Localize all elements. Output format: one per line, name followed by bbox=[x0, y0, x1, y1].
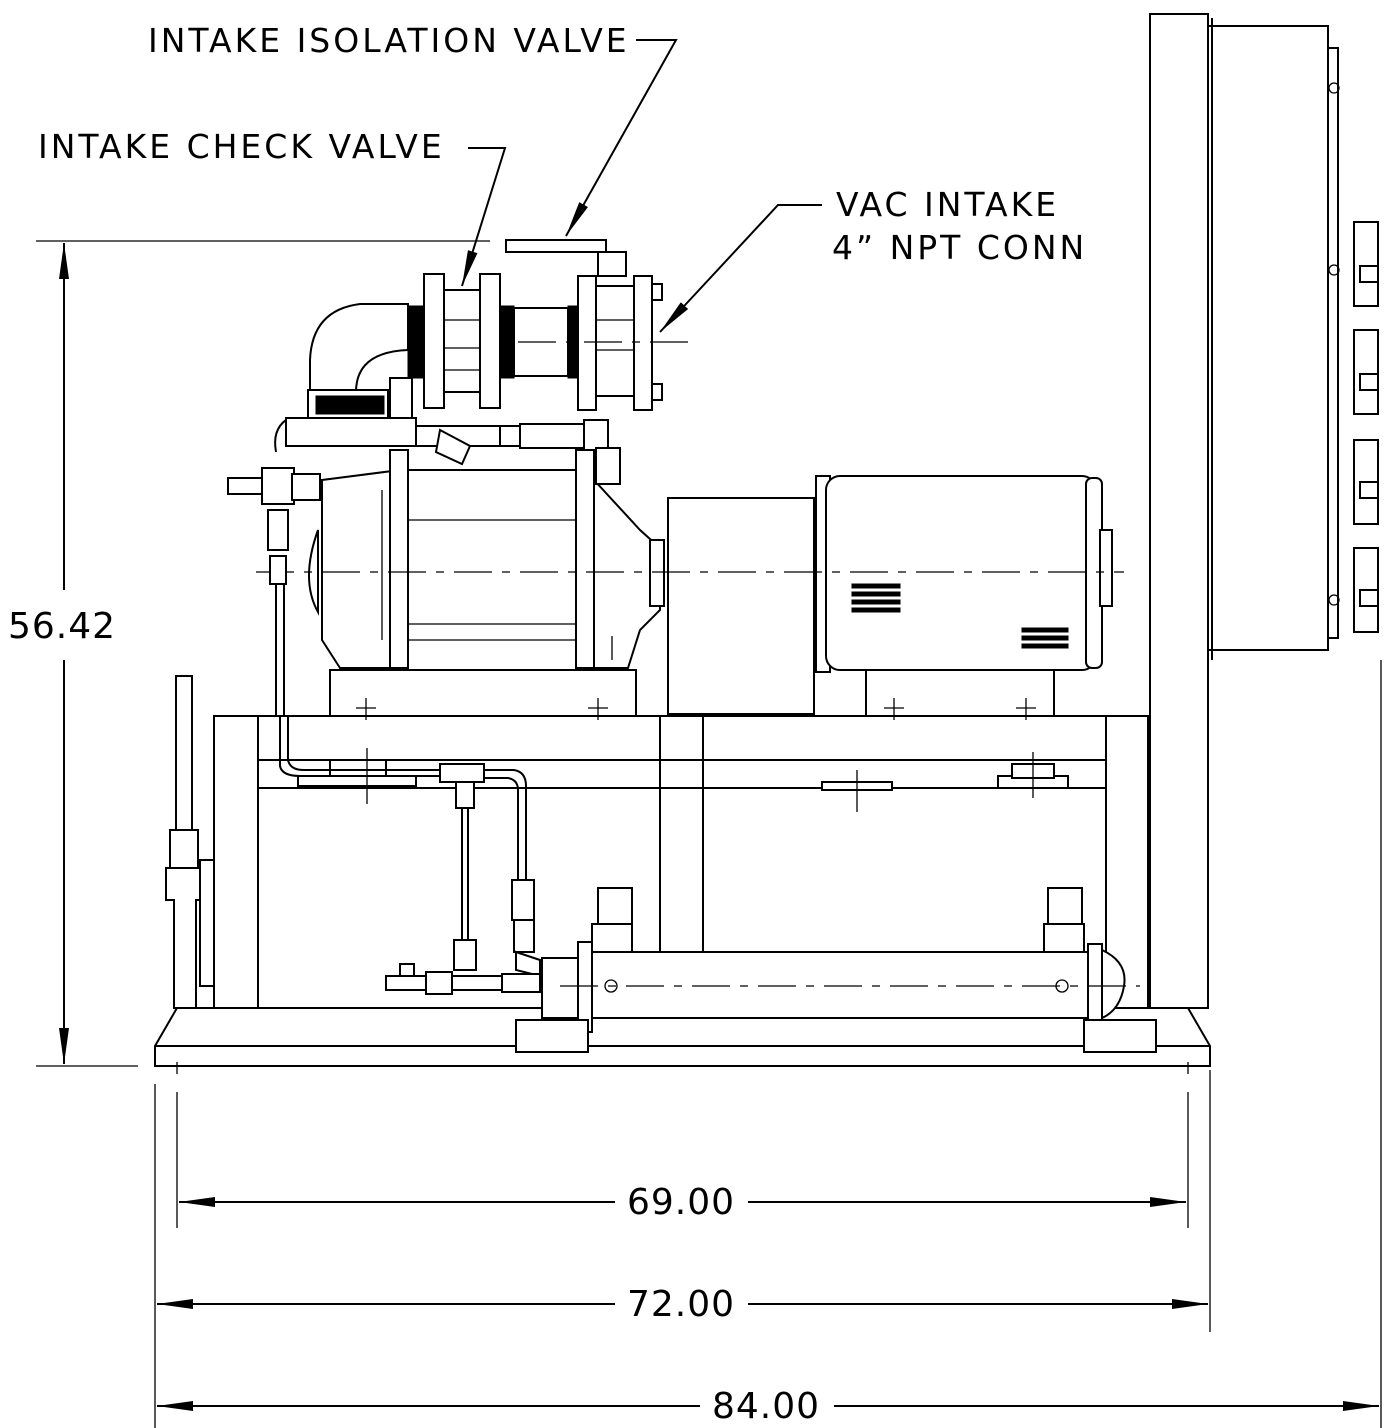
label-vac-intake: VAC INTAKE bbox=[836, 185, 1059, 224]
drain-pipe-left bbox=[165, 675, 215, 1009]
intake-piping bbox=[285, 239, 690, 485]
service-piping bbox=[279, 716, 541, 995]
dimension-height: 56.42 bbox=[8, 606, 116, 647]
callout-intake-check-valve: INTAKE CHECK VALVE bbox=[38, 127, 507, 287]
vacuum-pump bbox=[308, 449, 665, 720]
pump-left-fittings bbox=[227, 419, 321, 716]
callout-intake-isolation-valve: INTAKE ISOLATION VALVE bbox=[148, 21, 678, 237]
dimension-width-overall: 84.00 bbox=[712, 1386, 820, 1427]
dimension-width-base: 69.00 bbox=[627, 1182, 735, 1223]
coupling-guard bbox=[667, 497, 815, 715]
height-dimension: 56.42 bbox=[8, 240, 490, 1067]
label-intake-isolation-valve: INTAKE ISOLATION VALVE bbox=[148, 21, 630, 60]
label-intake-check-valve: INTAKE CHECK VALVE bbox=[38, 127, 445, 166]
intake-check-valve-body bbox=[423, 273, 501, 409]
heat-exchanger bbox=[515, 887, 1157, 1053]
electric-motor bbox=[815, 475, 1113, 720]
control-panel bbox=[1149, 13, 1379, 1009]
dimension-width-frame: 72.00 bbox=[627, 1284, 735, 1325]
intake-isolation-valve-body bbox=[505, 239, 663, 411]
motor-vent-right bbox=[1021, 627, 1069, 649]
callout-vac-intake: VAC INTAKE 4” NPT CONN bbox=[659, 185, 1087, 333]
motor-vent-left bbox=[851, 583, 901, 613]
label-vac-intake-conn: 4” NPT CONN bbox=[832, 228, 1087, 267]
width-dimensions: 69.00 72.00 84.00 bbox=[154, 660, 1382, 1428]
